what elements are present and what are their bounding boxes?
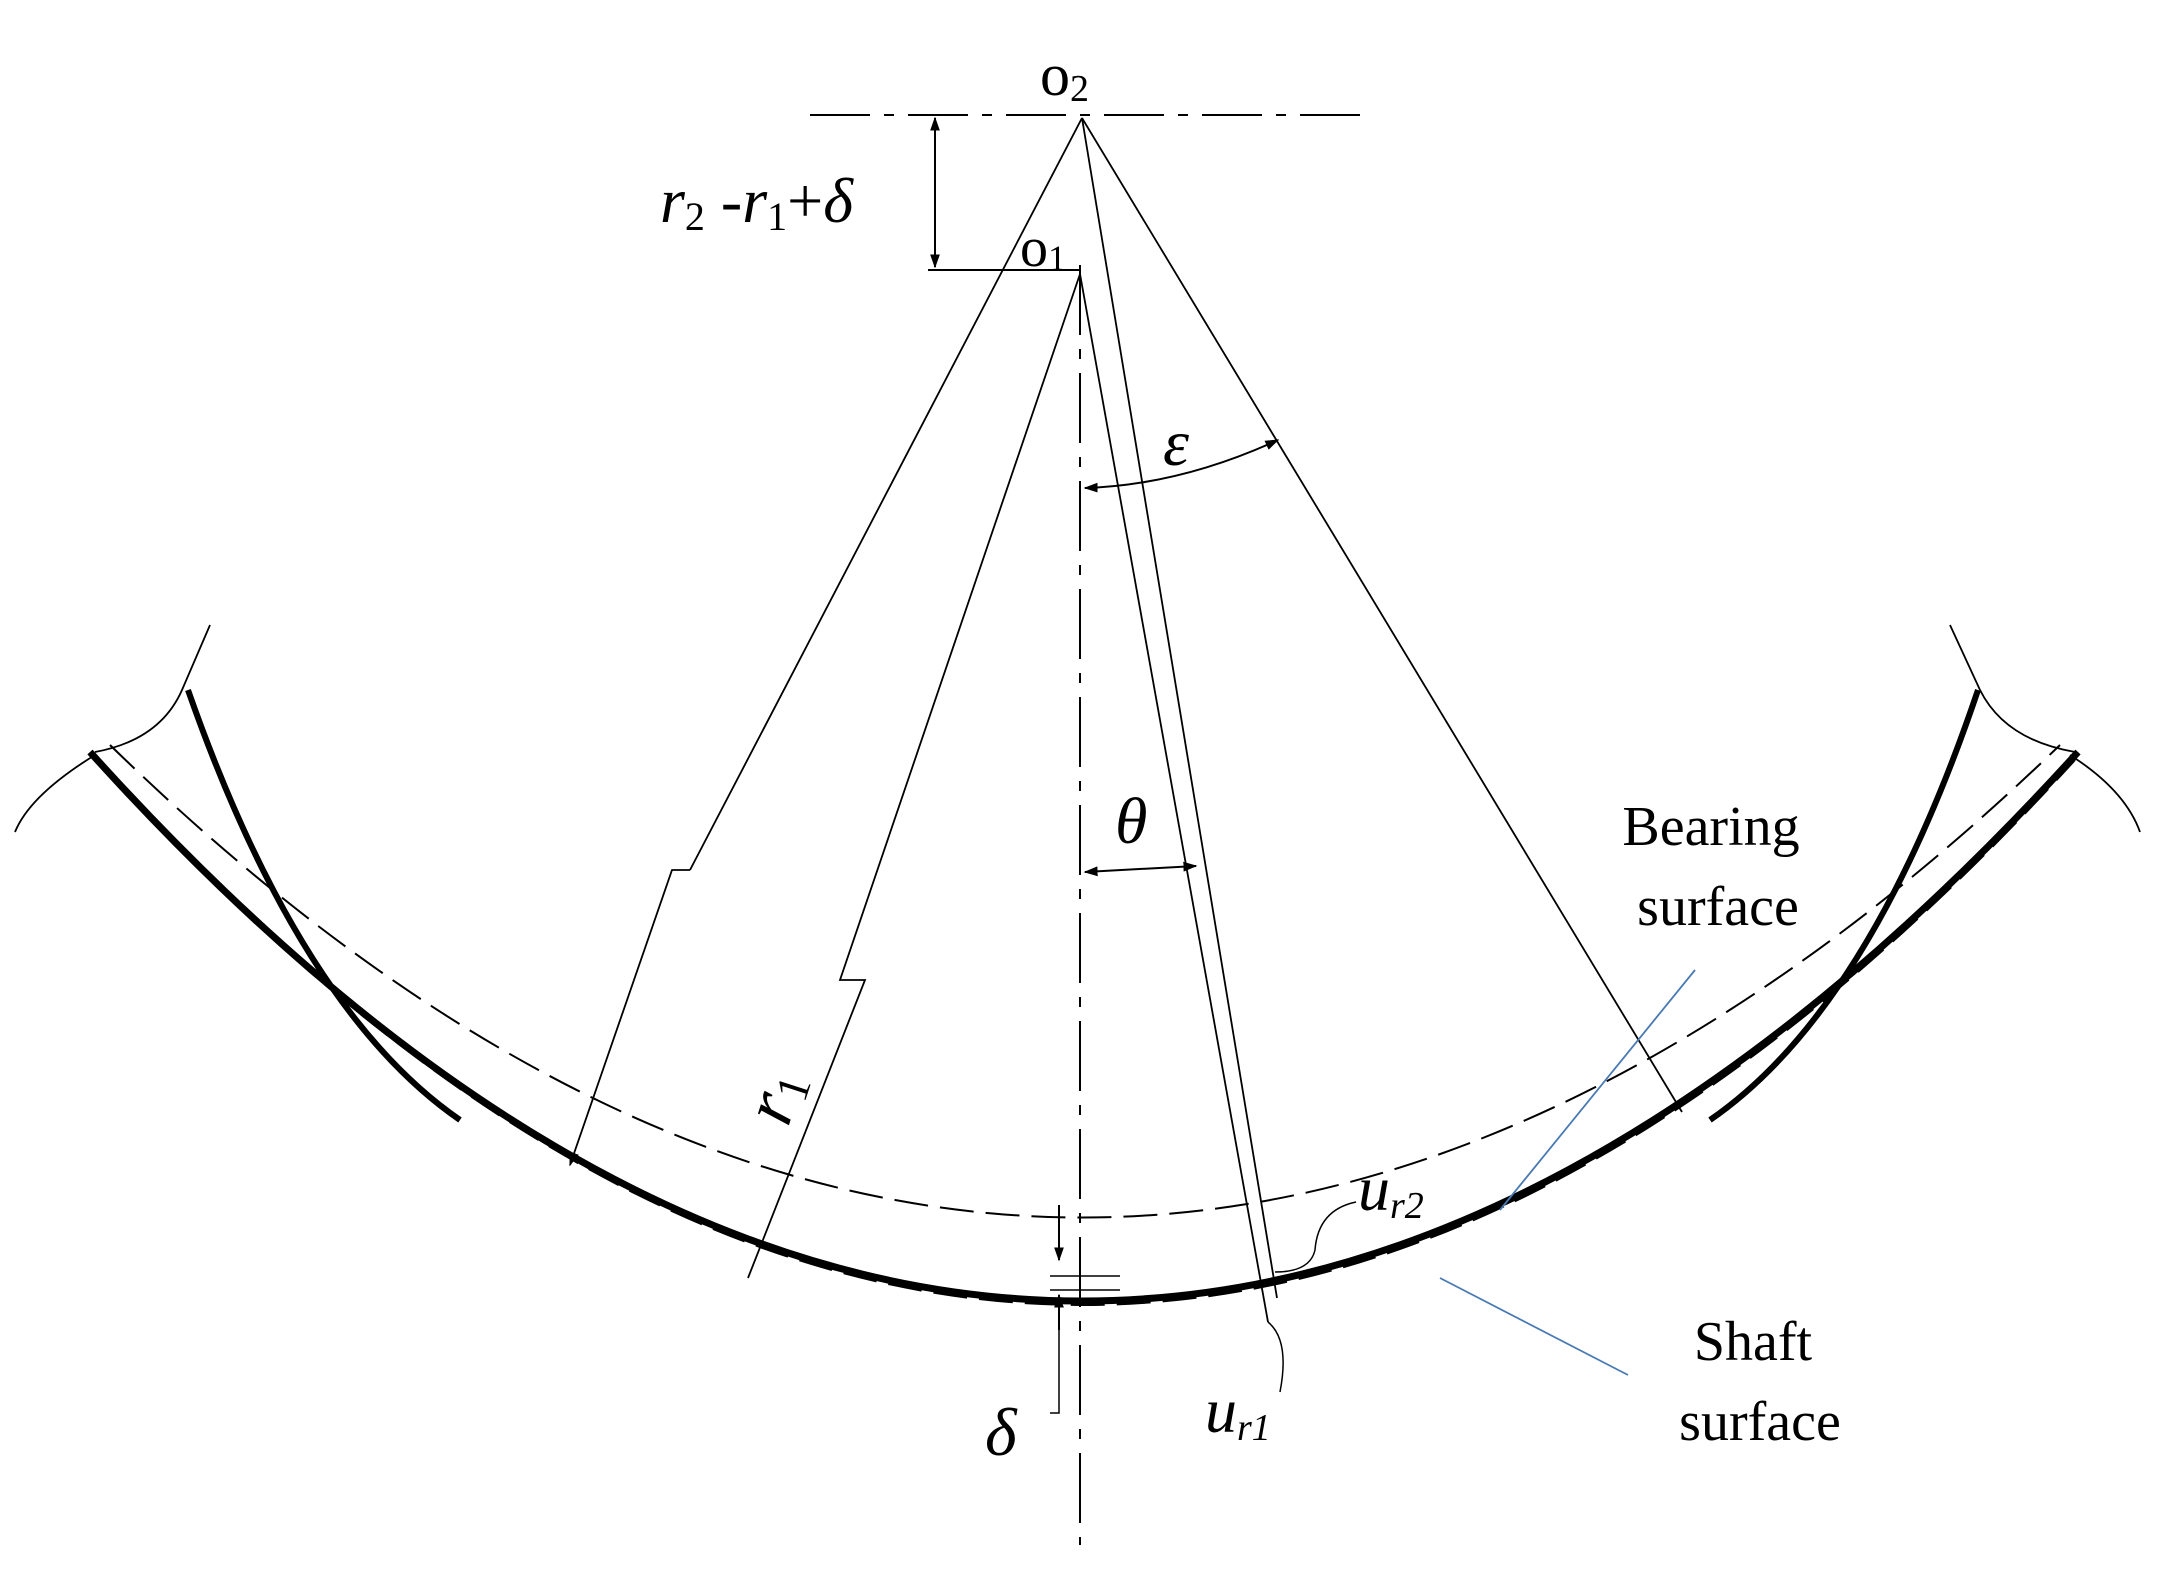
r1-label: r1	[727, 1060, 821, 1134]
theta-angle-dimension	[1083, 861, 1198, 877]
right-housing-edge	[1949, 624, 2076, 753]
o2-label-letter: o	[1040, 42, 1070, 108]
o2-label: o2	[1040, 42, 1089, 110]
shaft-surface-line1: Shaft	[1694, 1311, 1813, 1373]
o2-right-radius-line	[1081, 117, 1683, 1113]
bearing-surface-line1: Bearing	[1622, 796, 1799, 858]
left-inner-thick-edge	[185, 689, 462, 1123]
o2-left-radius-line	[689, 117, 1083, 871]
o2-label-sub: 2	[1070, 68, 1089, 110]
offset-r2-sub: 2	[685, 194, 705, 239]
bearing-surface-label: Bearing surface	[1622, 796, 1813, 938]
o2-ur2-line	[1081, 117, 1278, 1299]
ur2-leader	[1274, 1201, 1357, 1273]
delta-label: δ	[985, 1394, 1018, 1470]
offset-r1: r	[742, 165, 768, 236]
ur2-letter: u	[1358, 1153, 1390, 1224]
left-outer-arc	[14, 754, 96, 833]
shaft-surface-leader	[1439, 1277, 1629, 1376]
bearing-surface-line2: surface	[1637, 876, 1799, 938]
ur1-letter: u	[1205, 1375, 1237, 1446]
ur1-label: ur1	[1205, 1375, 1271, 1449]
offset-r1-sub: 1	[767, 194, 787, 239]
shaft-surface-label: Shaft surface	[1679, 1311, 1841, 1453]
ur1-sub: r1	[1237, 1407, 1271, 1449]
offset-minus: -	[705, 165, 742, 236]
o2-left-radius-arrow-line	[569, 869, 690, 1167]
left-housing-edge	[94, 624, 211, 753]
delta-leader	[1050, 1330, 1060, 1414]
epsilon-label: ε	[1163, 407, 1189, 480]
ur2-label: ur2	[1358, 1153, 1424, 1227]
bearing-surface-dashed	[109, 744, 2061, 1219]
bearing-surface-leader	[1499, 969, 1696, 1211]
ur1-leader	[1267, 1321, 1284, 1393]
right-inner-thick-edge	[1708, 689, 1981, 1123]
epsilon-angle-arc	[1083, 439, 1280, 493]
offset-plus: +	[787, 165, 823, 236]
r1-radius-line	[747, 273, 1081, 1279]
offset-delta: δ	[823, 165, 854, 236]
theta-label: θ	[1115, 785, 1147, 858]
o1-label: o1	[1020, 217, 1066, 279]
offset-dimension-label: r2 -r1+δ	[660, 165, 854, 239]
contact-boundary-thick	[87, 749, 2081, 1305]
right-outer-arc	[2069, 754, 2141, 833]
shaft-surface-line2: surface	[1679, 1391, 1841, 1453]
ur2-sub: r2	[1390, 1185, 1424, 1227]
offset-r2: r	[660, 165, 686, 236]
o1-label-letter: o	[1020, 217, 1048, 279]
o1-label-sub: 1	[1048, 238, 1066, 278]
